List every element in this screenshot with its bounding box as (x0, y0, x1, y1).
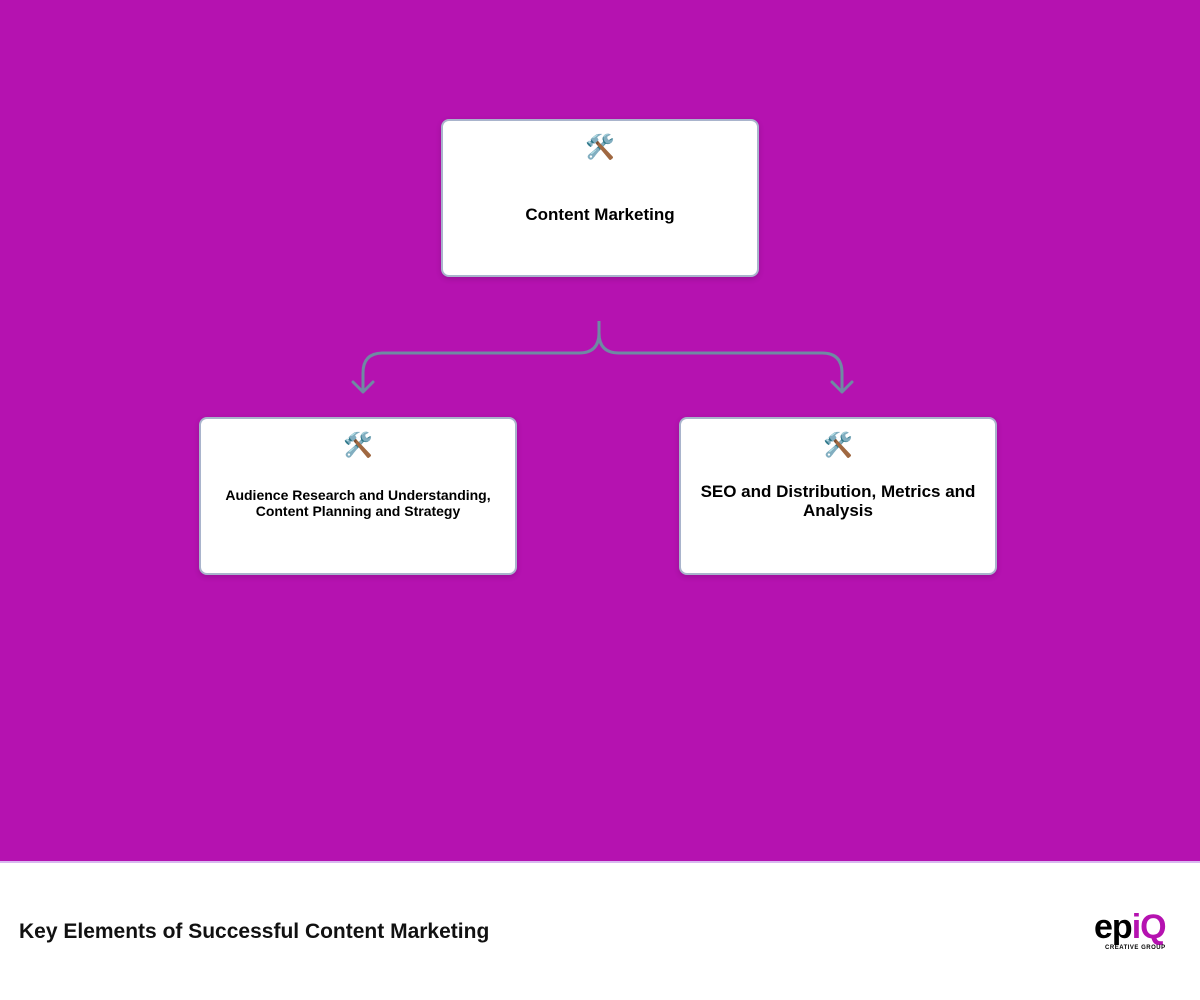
node-audience-research[interactable]: 🛠️ Audience Research and Understanding, … (199, 417, 517, 575)
node-label: Content Marketing (525, 205, 675, 224)
hammer-and-wrench-icon: 🛠️ (343, 431, 373, 459)
connector-lines (351, 321, 854, 394)
node-seo-distribution[interactable]: 🛠️ SEO and Distribution, Metrics and Ana… (679, 417, 997, 575)
node-label: SEO and Distribution, Metrics and Analys… (700, 482, 976, 520)
footer-divider (0, 861, 1200, 863)
connector-edge-right (597, 331, 854, 394)
connector-root-stem (578, 321, 601, 355)
connector-edge-left (351, 351, 581, 394)
diagram-title: Key Elements of Successful Content Marke… (19, 920, 490, 943)
node-content-marketing[interactable]: 🛠️ Content Marketing (441, 119, 759, 277)
hammer-and-wrench-icon: 🛠️ (585, 133, 615, 161)
node-label: Audience Research and Understanding, Con… (225, 487, 491, 519)
logo-text-accent: iQ (1131, 908, 1167, 946)
logo-tagline: CREATIVE GROUP (1105, 945, 1166, 951)
hammer-and-wrench-icon: 🛠️ (823, 431, 853, 459)
logo-text-main: ep (1094, 908, 1133, 946)
